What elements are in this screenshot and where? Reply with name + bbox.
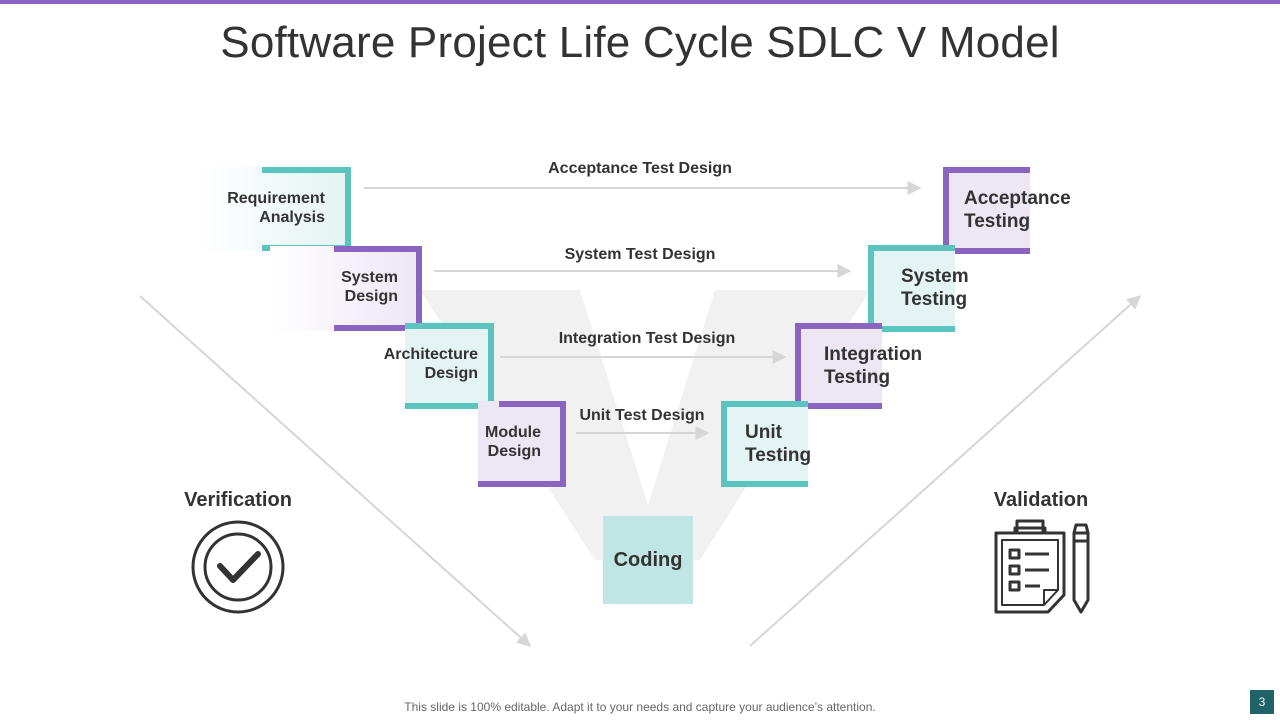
step-label-line1: System — [341, 269, 398, 286]
slide-title: Software Project Life Cycle SDLC V Model — [220, 18, 1060, 67]
step-label-line1: System — [901, 266, 969, 287]
step-requirement-analysis: Requirement Analysis — [200, 189, 325, 233]
step-label-line2: Testing — [964, 211, 1031, 232]
step-label-line1: Requirement — [227, 190, 325, 207]
step-unit-testing: Unit Testing — [745, 421, 845, 471]
integration-test-design-label: Integration Test Design — [558, 330, 736, 347]
step-label-line2: Testing — [901, 289, 968, 310]
step-label-line2: Design — [344, 288, 398, 305]
step-label-line2: Testing — [824, 367, 891, 388]
check-circle-icon — [191, 520, 285, 614]
step-module-design: Module Design — [460, 423, 541, 467]
step-label-line1: Integration — [824, 344, 923, 365]
validation-label: Validation — [993, 489, 1089, 511]
system-test-design-label: System Test Design — [564, 246, 716, 263]
coding-box: Coding — [603, 516, 693, 604]
coding-label: Coding — [613, 548, 683, 571]
step-label-line2: Design — [424, 365, 478, 382]
verification-label: Verification — [184, 489, 292, 511]
step-system-design: System Design — [300, 268, 398, 312]
step-label-line1: Module — [485, 424, 541, 441]
step-label-line2: Design — [487, 443, 541, 460]
step-label-line1: Unit — [745, 422, 782, 443]
top-accent-line — [0, 0, 1280, 4]
step-system-testing: System Testing — [901, 265, 1001, 315]
footer-note: This slide is 100% editable. Adapt it to… — [404, 700, 876, 714]
clipboard-checklist-icon — [994, 519, 1090, 614]
step-integration-testing: Integration Testing — [824, 343, 954, 393]
acceptance-test-design-label: Acceptance Test Design — [548, 160, 732, 177]
verification-diagonal-arrow — [139, 295, 532, 647]
step-label-line1: Architecture — [383, 346, 478, 363]
page-number-badge: 3 — [1250, 690, 1274, 714]
step-label-line2: Testing — [745, 445, 812, 466]
unit-test-design-label: Unit Test Design — [579, 407, 705, 424]
validation-diagonal-arrow — [749, 295, 1142, 647]
step-label-line2: Analysis — [259, 209, 325, 226]
step-acceptance-testing: Acceptance Testing — [964, 187, 1104, 237]
step-label-line1: Acceptance — [964, 188, 1071, 209]
step-architecture-design: Architecture Design — [360, 345, 478, 389]
